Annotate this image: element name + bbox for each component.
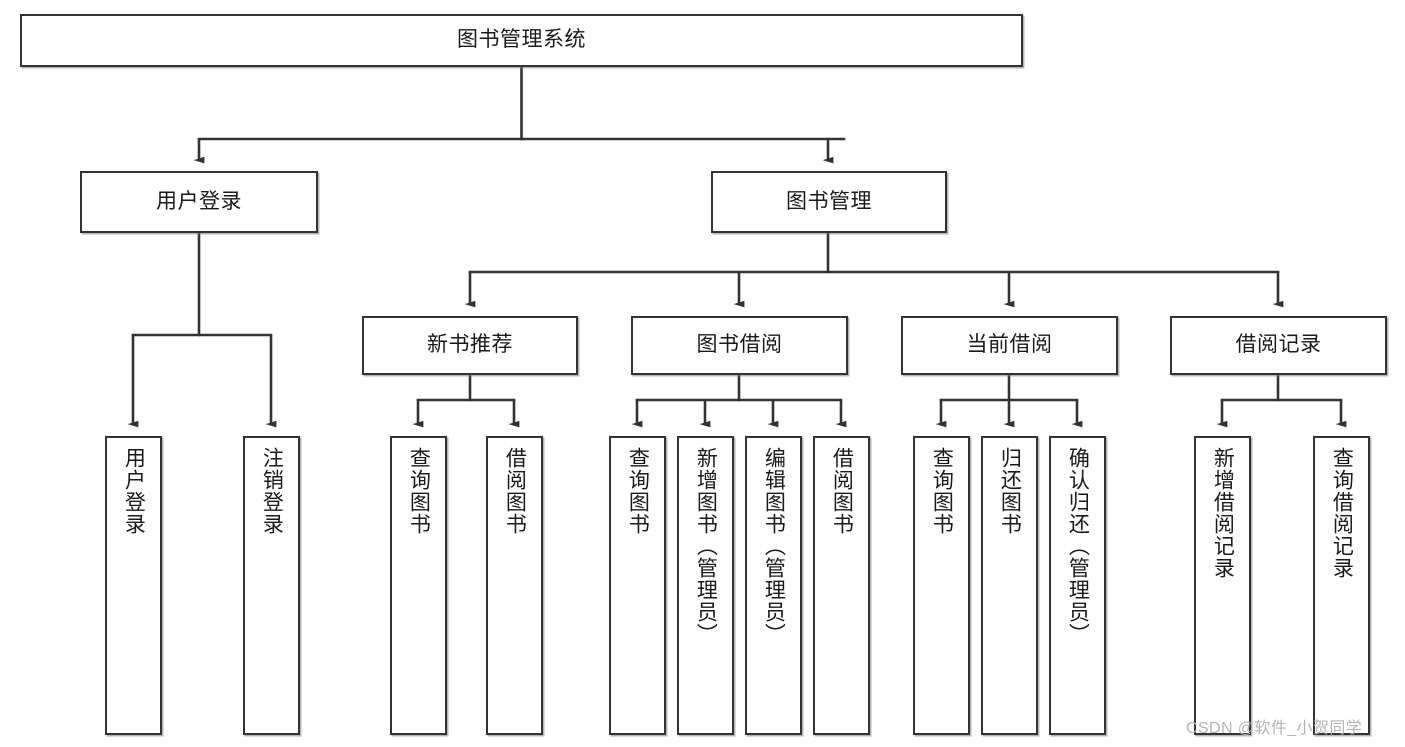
leaf-user-login[interactable]: 用户登录 [105,436,162,735]
node-label: 借阅记录 [1235,333,1322,357]
node-borrow-record[interactable]: 借阅记录 [1170,316,1387,375]
leaf-borrow-book[interactable]: 借阅图书 [813,436,870,735]
node-current-borrow[interactable]: 当前借阅 [901,316,1118,375]
leaf-logout-login[interactable]: 注销登录 [243,436,300,735]
node-label: 新增借阅记录 [1211,447,1235,579]
node-label: 借阅图书 [503,447,527,535]
leaf-query-book-recommend[interactable]: 查询图书 [390,436,447,735]
node-label: 图书管理 [786,189,872,213]
node-label: 借阅图书 [830,447,854,535]
node-label: 确认归还（管理员） [1066,447,1090,645]
node-new-book-recommend[interactable]: 新书推荐 [362,316,578,375]
node-label: 查询借阅记录 [1330,447,1354,579]
node-book-borrow[interactable]: 图书借阅 [631,316,848,375]
node-book-management-system[interactable]: 图书管理系统 [20,14,1023,67]
leaf-query-borrow-record[interactable]: 查询借阅记录 [1313,436,1370,735]
node-label: 新书推荐 [427,333,513,357]
leaf-query-book-current[interactable]: 查询图书 [913,436,970,735]
node-book-management[interactable]: 图书管理 [711,171,947,233]
node-label: 查询图书 [930,447,954,535]
leaf-add-borrow-record[interactable]: 新增借阅记录 [1194,436,1251,735]
leaf-return-book[interactable]: 归还图书 [981,436,1038,735]
node-user-login[interactable]: 用户登录 [80,171,318,233]
node-label: 归还图书 [998,447,1022,535]
node-label: 当前借阅 [966,333,1053,357]
node-label: 查询图书 [626,447,650,535]
node-label: 查询图书 [407,447,431,535]
node-label: 用户登录 [156,189,242,213]
leaf-edit-book[interactable]: 编辑图书（管理员） [745,436,802,735]
csdn-watermark: CSDN @软件_小贺同学 [1186,720,1363,737]
leaf-query-book-borrow[interactable]: 查询图书 [609,436,666,735]
leaf-confirm-return[interactable]: 确认归还（管理员） [1049,436,1106,735]
leaf-add-book[interactable]: 新增图书（管理员） [677,436,734,735]
node-label: 注销登录 [260,447,284,535]
node-label: 编辑图书（管理员） [762,447,786,645]
node-label: 图书管理系统 [457,28,586,52]
node-label: 用户登录 [122,447,146,535]
node-label: 新增图书（管理员） [694,447,718,645]
node-label: 图书借阅 [696,333,783,357]
leaf-borrow-book-recommend[interactable]: 借阅图书 [486,436,543,735]
